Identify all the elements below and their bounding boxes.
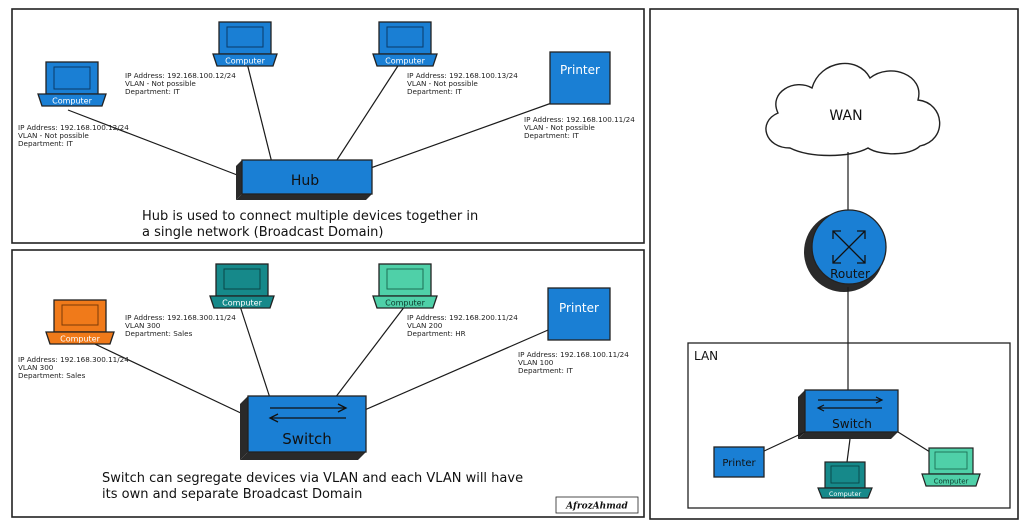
svg-text:Department: Sales: Department: Sales xyxy=(18,371,86,380)
router-icon: Router xyxy=(804,209,887,292)
computer-icon: Computer xyxy=(212,21,278,67)
device-info: IP Address: 192.168.300.11/24 VLAN 300 D… xyxy=(18,355,129,380)
switch-label: Switch xyxy=(282,430,332,448)
signature: AfrozAhmad xyxy=(555,496,639,514)
device-label: Printer xyxy=(560,63,600,77)
svg-text:IP Address: 192.168.100.13/24: IP Address: 192.168.100.13/24 xyxy=(407,71,518,80)
svg-text:Department: HR: Department: HR xyxy=(407,329,466,338)
device-info: IP Address: 192.168.300.11/24 VLAN 300 D… xyxy=(125,313,236,338)
svg-text:VLAN - Not possible: VLAN - Not possible xyxy=(407,79,478,88)
svg-text:IP Address: 192.168.100.12/24: IP Address: 192.168.100.12/24 xyxy=(18,123,129,132)
device-label: Computer xyxy=(385,57,425,66)
lan-computer-icon: Computer xyxy=(921,447,981,487)
wire-hub-computer-right xyxy=(334,54,406,164)
switch-icon: Switch xyxy=(240,395,367,460)
device-info: IP Address: 192.168.100.11/24 VLAN 100 D… xyxy=(518,350,629,375)
wire-switch-computer-mid xyxy=(239,305,271,399)
lan-switch-label: Switch xyxy=(832,417,872,431)
hub-label: Hub xyxy=(291,173,319,189)
svg-text:Department: IT: Department: IT xyxy=(125,87,180,96)
device-info: IP Address: 192.168.100.13/24 VLAN - Not… xyxy=(407,71,518,96)
svg-text:VLAN 300: VLAN 300 xyxy=(18,363,54,372)
switch-caption: its own and separate Broadcast Domain xyxy=(102,487,362,502)
hub-caption: Hub is used to connect multiple devices … xyxy=(142,209,478,224)
device-label: Computer xyxy=(60,335,100,344)
svg-text:Department: IT: Department: IT xyxy=(518,366,573,375)
wire-hub-printer xyxy=(364,99,561,171)
lan-printer-label: Printer xyxy=(722,458,756,469)
printer-icon: Printer xyxy=(547,287,611,341)
device-info: IP Address: 192.168.100.11/24 VLAN - Not… xyxy=(524,115,635,140)
svg-text:Department: IT: Department: IT xyxy=(407,87,462,96)
wire-lan-computer-right xyxy=(897,431,931,453)
lan-switch-icon: Switch xyxy=(798,389,899,439)
device-label: Computer xyxy=(225,57,265,66)
svg-text:VLAN 200: VLAN 200 xyxy=(407,321,443,330)
svg-text:IP Address: 192.168.100.12/24: IP Address: 192.168.100.12/24 xyxy=(125,71,236,80)
svg-text:VLAN - Not possible: VLAN - Not possible xyxy=(125,79,196,88)
svg-text:VLAN - Not possible: VLAN - Not possible xyxy=(18,131,89,140)
router-label: Router xyxy=(830,267,870,281)
network-panel-frame xyxy=(649,8,1019,520)
wire-hub-computer-left xyxy=(67,109,246,179)
wire-switch-computer-left xyxy=(77,335,246,416)
signature-text: AfrozAhmad xyxy=(565,502,628,512)
svg-text:IP Address: 192.168.100.11/24: IP Address: 192.168.100.11/24 xyxy=(518,350,629,359)
device-info: IP Address: 192.168.200.11/24 VLAN 200 D… xyxy=(407,313,518,338)
lan-computer-icon: Computer xyxy=(817,461,873,499)
wire-switch-printer xyxy=(359,326,556,413)
switch-panel: Computer IP Address: 192.168.300.11/24 V… xyxy=(18,263,639,514)
device-info: IP Address: 192.168.100.12/24 VLAN - Not… xyxy=(18,123,129,148)
printer-icon: Printer xyxy=(549,51,611,105)
svg-text:Department: Sales: Department: Sales xyxy=(125,329,193,338)
wire-lan-printer xyxy=(761,431,806,453)
computer-icon: Computer xyxy=(372,21,438,67)
wan-label: WAN xyxy=(829,108,862,124)
svg-text:IP Address: 192.168.200.11/24: IP Address: 192.168.200.11/24 xyxy=(407,313,518,322)
switch-caption: Switch can segregate devices via VLAN an… xyxy=(102,471,523,486)
lan-computer-label: Computer xyxy=(934,478,969,486)
wire-switch-computer-right xyxy=(334,305,406,399)
svg-text:VLAN 100: VLAN 100 xyxy=(518,358,554,367)
hub-panel: Computer IP Address: 192.168.100.12/24 V… xyxy=(18,21,635,240)
lan-printer-icon: Printer xyxy=(713,446,765,478)
device-label: Computer xyxy=(52,97,92,106)
lan-frame xyxy=(687,342,1011,509)
wire-hub-computer-mid xyxy=(244,54,273,164)
computer-icon: Computer xyxy=(372,263,438,309)
wan-cloud-icon xyxy=(765,62,941,157)
lan-computer-label: Computer xyxy=(829,490,862,498)
device-label: Computer xyxy=(385,299,425,308)
computer-icon: Computer xyxy=(209,263,275,309)
hub-icon: Hub xyxy=(236,159,373,200)
lan-label: LAN xyxy=(694,349,718,363)
network-panel: WAN Router LAN Switch xyxy=(687,62,1011,509)
hub-caption: a single network (Broadcast Domain) xyxy=(142,225,384,240)
wire-lan-computer-mid xyxy=(846,438,851,463)
device-label: Printer xyxy=(559,301,599,315)
svg-text:IP Address: 192.168.300.11/24: IP Address: 192.168.300.11/24 xyxy=(125,313,236,322)
device-info: IP Address: 192.168.100.12/24 VLAN - Not… xyxy=(125,71,236,96)
svg-text:IP Address: 192.168.100.11/24: IP Address: 192.168.100.11/24 xyxy=(524,115,635,124)
svg-text:VLAN - Not possible: VLAN - Not possible xyxy=(524,123,595,132)
svg-text:IP Address: 192.168.300.11/24: IP Address: 192.168.300.11/24 xyxy=(18,355,129,364)
svg-text:VLAN 300: VLAN 300 xyxy=(125,321,161,330)
hub-panel-frame xyxy=(11,8,645,244)
switch-panel-frame xyxy=(11,249,645,518)
device-label: Computer xyxy=(222,299,262,308)
computer-icon: Computer xyxy=(45,299,115,345)
svg-text:Department: IT: Department: IT xyxy=(18,139,73,148)
computer-icon: Computer xyxy=(37,61,107,107)
svg-text:Department: IT: Department: IT xyxy=(524,131,579,140)
